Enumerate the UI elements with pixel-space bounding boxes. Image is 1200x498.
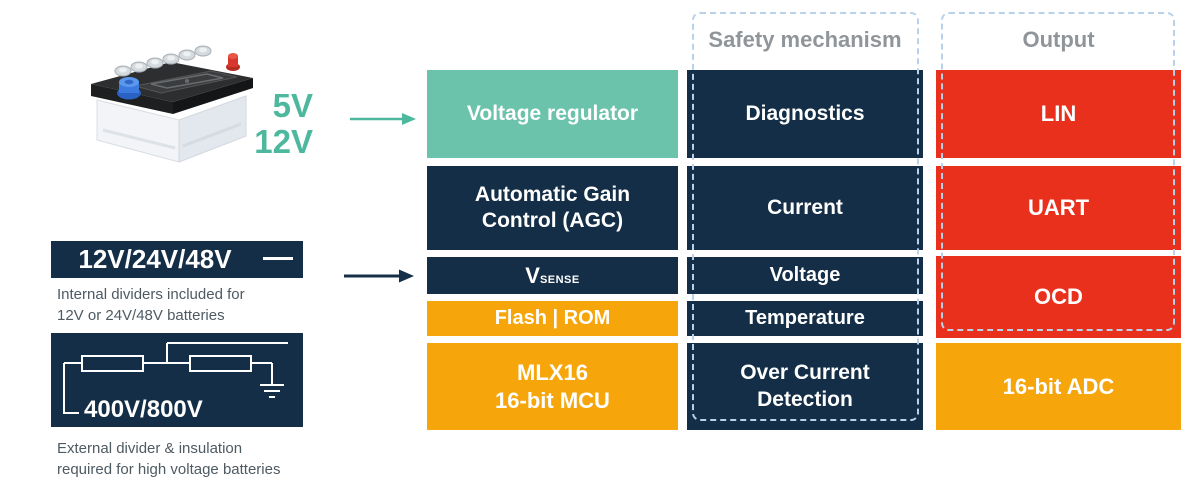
high-voltage-label: 400V/800V [84,396,203,423]
battery-voltage-input-label: 12V/24V/48V [78,244,232,274]
block-voltage-regulator: Voltage regulator [427,70,678,158]
vsense-main-label: V [525,262,540,288]
output-column-header: Output [1022,27,1095,52]
output-item-ocd: OCD [936,256,1181,338]
wire-dash-icon [263,257,293,260]
safety-item-over-current-detection: Over Current Detection [687,343,923,430]
supply-12v: 12V [254,123,313,160]
external-divider-caption: External divider & insulation required f… [57,440,281,478]
safety-item-diagnostics: Diagnostics [687,70,923,158]
battery-voltage-input-box: 12V/24V/48V [51,241,303,278]
sense-arrow-icon [344,269,414,283]
supply-arrow-icon [350,113,416,125]
high-voltage-divider-box: 400V/800V [51,333,303,427]
internal-divider-caption: Internal dividers included for 12V or 24… [57,286,245,324]
block-agc: Automatic Gain Control (AGC) [427,166,678,250]
output-item-uart: UART [936,166,1181,250]
block-mlx16-mcu: MLX16 16-bit MCU [427,343,678,430]
vsense-subscript-label: SENSE [539,273,580,286]
safety-item-voltage: Voltage [687,257,923,294]
safety-column-header: Safety mechanism [708,27,902,52]
output-item-16bit-adc: 16-bit ADC [936,343,1181,430]
block-flash-rom: Flash | ROM [427,301,678,336]
low-voltage-supply-label: 5V 12V [210,88,313,160]
safety-item-temperature: Temperature [687,301,923,336]
safety-item-current: Current [687,166,923,250]
output-item-lin: LIN [936,70,1181,158]
supply-5v: 5V [272,87,313,124]
car-battery-image [91,45,253,163]
